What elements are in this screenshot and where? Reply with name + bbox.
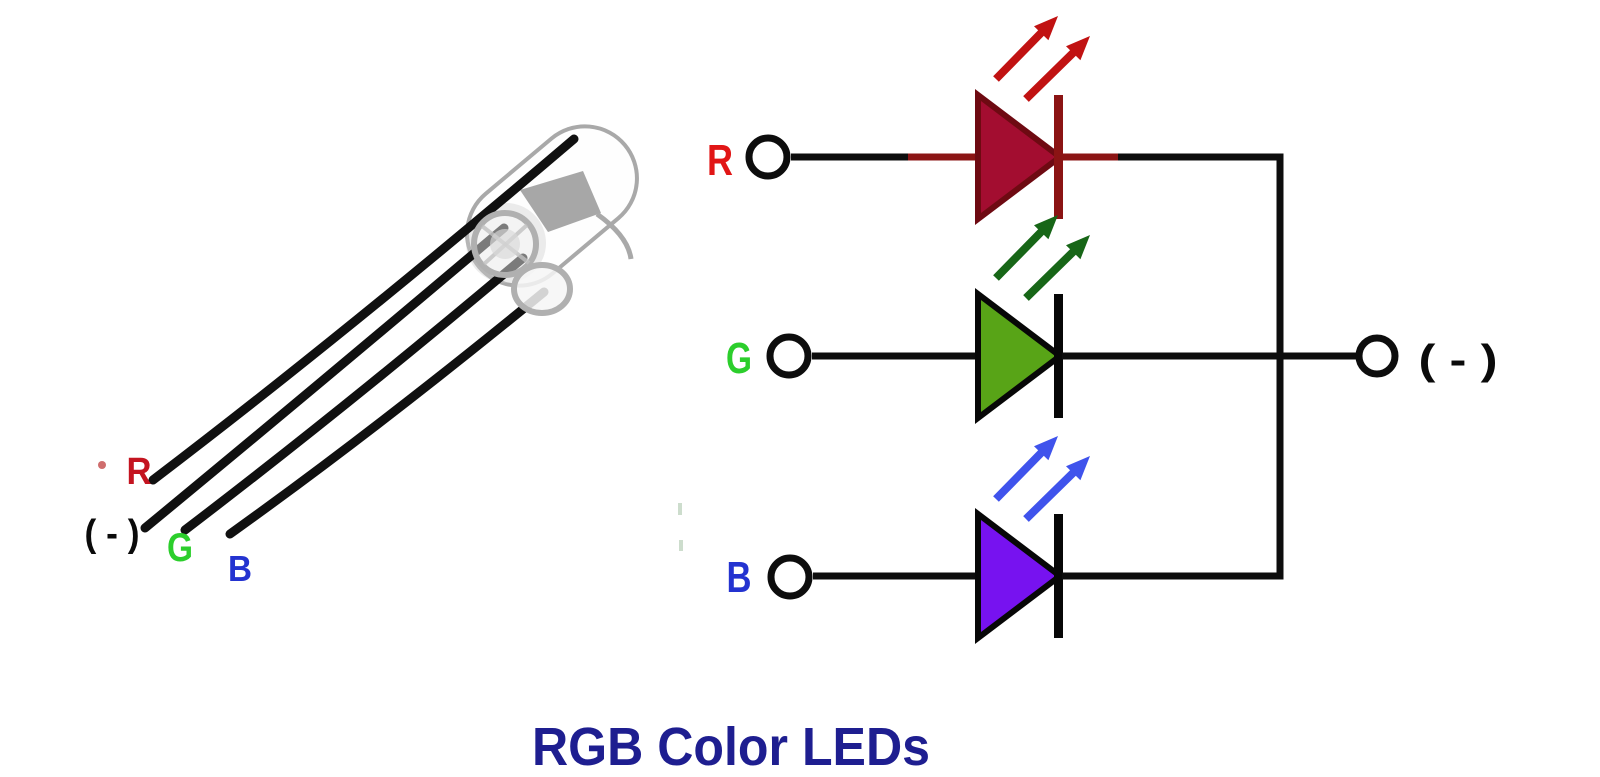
schematic-row-red: R xyxy=(707,16,1283,226)
light-arrow-shaft xyxy=(1023,468,1078,522)
led-photo: R ( - ) G B xyxy=(85,124,683,589)
photo-lead-green xyxy=(180,253,528,535)
light-arrow-head xyxy=(1034,436,1058,461)
photo-artifact-green-dash-2 xyxy=(679,540,683,551)
photo-label-r: R xyxy=(127,451,152,493)
led-schematic: R G xyxy=(707,16,1498,645)
light-arrow-head xyxy=(1066,456,1090,481)
led-symbol-green xyxy=(975,287,1065,425)
light-arrow-shaft xyxy=(993,448,1046,502)
cathode-bar-green xyxy=(1054,294,1063,418)
led-dome-wedge xyxy=(520,171,601,232)
photo-lead-red xyxy=(148,134,579,485)
terminal-circle-b xyxy=(767,554,813,600)
terminal-circle-g xyxy=(766,333,812,379)
light-arrow-shaft xyxy=(993,227,1046,281)
light-arrow-head xyxy=(1066,36,1090,61)
light-arrow-head xyxy=(1066,235,1090,260)
photo-lead-cathode xyxy=(140,223,509,533)
row-label-r: R xyxy=(707,136,733,185)
schematic-row-green: G xyxy=(726,215,1357,425)
photo-lead-blue xyxy=(225,287,549,539)
terminal-circle-r xyxy=(745,134,791,180)
light-arrow-head xyxy=(1034,16,1058,41)
photo-artifact-red-dot xyxy=(98,461,106,469)
led-flange xyxy=(511,262,573,316)
row-label-g: G xyxy=(726,334,752,383)
schematic-row-blue: B xyxy=(727,436,1283,645)
light-arrow-shaft xyxy=(1023,48,1078,102)
cathode-bar-red xyxy=(1054,95,1063,219)
led-cup-inner xyxy=(490,229,520,259)
photo-label-negative: ( - ) xyxy=(85,513,140,555)
light-arrow-head xyxy=(1034,215,1058,240)
photo-label-b: B xyxy=(228,548,252,589)
common-terminal-circle xyxy=(1355,334,1399,378)
led-symbol-blue xyxy=(975,507,1065,645)
light-arrows-green xyxy=(993,215,1090,301)
photo-artifact-green-dash-1 xyxy=(678,503,682,515)
light-arrows-blue xyxy=(993,436,1090,522)
row-label-b: B xyxy=(727,553,752,602)
common-terminal-label: ( - ) xyxy=(1419,336,1498,383)
diagram-title: RGB Color LEDs xyxy=(532,717,930,777)
cathode-bar-blue xyxy=(1054,514,1063,638)
led-dome-edge xyxy=(595,211,634,260)
photo-label-g: G xyxy=(167,526,193,570)
light-arrow-shaft xyxy=(1023,247,1078,301)
light-arrows-red xyxy=(993,16,1090,102)
led-symbol-red xyxy=(975,88,1065,226)
light-arrow-shaft xyxy=(993,28,1046,82)
